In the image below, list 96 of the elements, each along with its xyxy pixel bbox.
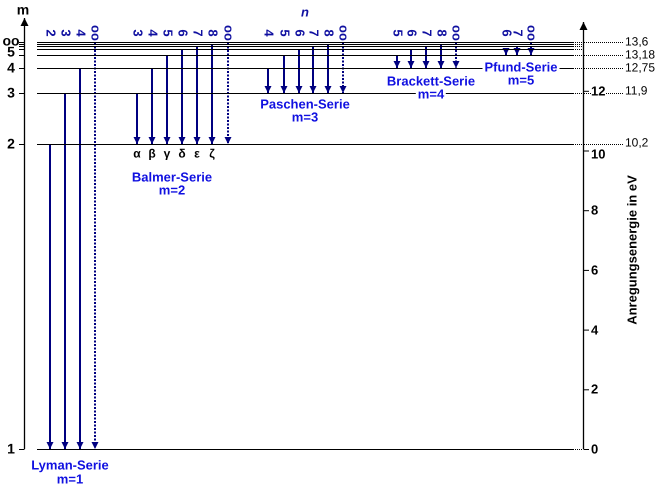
quantum-number: 3 bbox=[132, 29, 144, 37]
transition-arrow bbox=[408, 50, 414, 68]
tick-label: 0 bbox=[591, 442, 598, 456]
level-number: oo bbox=[2, 34, 20, 48]
line-symbol: δ bbox=[178, 148, 186, 160]
level-number: 2 bbox=[7, 138, 15, 150]
transition-arrow bbox=[194, 47, 200, 144]
energy-value: 12,75 bbox=[625, 62, 656, 74]
transition-arrow bbox=[264, 69, 272, 93]
quantum-number: 7 bbox=[308, 29, 320, 37]
quantum-number: 5 bbox=[162, 29, 174, 37]
transition-arrow bbox=[438, 45, 444, 68]
level-number: 3 bbox=[7, 86, 15, 100]
transition-arrow bbox=[310, 47, 316, 93]
transition-arrow bbox=[394, 56, 400, 68]
quantum-number: oo bbox=[450, 25, 464, 41]
quantum-number: 7 bbox=[192, 29, 204, 37]
energy-level-line bbox=[37, 449, 573, 450]
energy-level-line bbox=[37, 49, 573, 50]
transition-arrow bbox=[340, 43, 346, 93]
energy-value: 13,18 bbox=[625, 48, 656, 62]
transition-arrow bbox=[502, 48, 510, 55]
quantum-number: 6 bbox=[176, 29, 190, 37]
quantum-number: 2 bbox=[44, 29, 58, 37]
quantum-number: 8 bbox=[322, 29, 336, 37]
axis-title: n bbox=[301, 6, 309, 18]
quantum-number: 3 bbox=[60, 29, 72, 37]
series-label: Brackett-Serie bbox=[384, 74, 478, 88]
quantum-number: 4 bbox=[262, 29, 276, 37]
line-symbol: α bbox=[133, 148, 141, 160]
energy-level-line bbox=[37, 42, 573, 43]
line-symbol: γ bbox=[164, 148, 170, 160]
energy-value: 11,9 bbox=[625, 84, 648, 98]
series-label: Balmer-Serie bbox=[130, 170, 214, 184]
tick-label: 4 bbox=[591, 323, 598, 336]
tick-label: 2 bbox=[591, 382, 598, 396]
transition-arrow bbox=[76, 69, 84, 449]
transition-arrow bbox=[208, 45, 216, 144]
energy-level-line bbox=[37, 68, 573, 69]
axis-title: Anregungsenergie in eV bbox=[626, 175, 638, 325]
transition-arrow bbox=[164, 56, 170, 144]
quantum-number: oo bbox=[338, 25, 350, 41]
energy-level-line bbox=[37, 55, 573, 56]
transition-arrow bbox=[134, 94, 140, 144]
energy-value: 10,2 bbox=[625, 136, 648, 150]
transition-arrow bbox=[296, 50, 302, 93]
energy-value: 13,6 bbox=[625, 36, 648, 48]
series-label: m=1 bbox=[54, 472, 86, 486]
series-label: Lyman-Serie bbox=[29, 458, 111, 472]
transition-arrow bbox=[280, 56, 288, 93]
energy-level-line bbox=[37, 44, 573, 45]
transition-arrow bbox=[514, 47, 520, 55]
quantum-number: 7 bbox=[512, 29, 524, 37]
quantum-number: 6 bbox=[406, 29, 418, 37]
series-label: Pfund-Serie bbox=[482, 60, 560, 74]
line-symbol: ε bbox=[194, 148, 200, 160]
quantum-number: 6 bbox=[500, 29, 514, 37]
level-number: 5 bbox=[7, 46, 15, 58]
quantum-number: 4 bbox=[146, 29, 160, 37]
tick-label: 12 bbox=[591, 84, 606, 98]
transition-arrow bbox=[324, 45, 332, 93]
line-symbol: ζ bbox=[209, 148, 215, 160]
transition-arrow bbox=[92, 43, 98, 449]
line-symbol: β bbox=[148, 148, 156, 160]
tick-label: 6 bbox=[591, 263, 598, 276]
series-label: Paschen-Serie bbox=[258, 98, 352, 110]
level-number: 4 bbox=[7, 62, 15, 74]
quantum-number: 6 bbox=[294, 29, 306, 37]
series-label: m=5 bbox=[506, 74, 536, 86]
quantum-number: 5 bbox=[278, 29, 292, 37]
tick-label: 8 bbox=[591, 204, 598, 217]
series-label: m=2 bbox=[156, 184, 188, 196]
axis-title: m bbox=[16, 4, 30, 16]
quantum-number: 7 bbox=[420, 29, 434, 37]
tick-label: 10 bbox=[591, 147, 606, 160]
energy-level-line bbox=[37, 93, 573, 94]
series-label: m=3 bbox=[290, 110, 320, 124]
transition-arrow bbox=[224, 43, 232, 144]
energy-level-line bbox=[37, 144, 573, 145]
transition-arrow bbox=[148, 69, 156, 144]
series-label: m=4 bbox=[416, 88, 446, 100]
transition-arrow bbox=[46, 145, 54, 449]
quantum-number: oo bbox=[222, 25, 236, 41]
quantum-number: 5 bbox=[392, 29, 404, 37]
transition-arrow bbox=[422, 47, 430, 68]
quantum-number: 8 bbox=[206, 29, 220, 37]
transition-arrow bbox=[452, 43, 460, 68]
quantum-number: 8 bbox=[436, 29, 448, 37]
transition-arrow bbox=[178, 50, 186, 144]
quantum-number: oo bbox=[526, 25, 538, 41]
quantum-number: oo bbox=[90, 25, 102, 41]
energy-level-line bbox=[37, 46, 573, 47]
quantum-number: 4 bbox=[74, 29, 88, 37]
transition-arrow bbox=[528, 43, 534, 55]
level-number: 1 bbox=[7, 442, 15, 456]
transition-arrow bbox=[62, 94, 68, 449]
